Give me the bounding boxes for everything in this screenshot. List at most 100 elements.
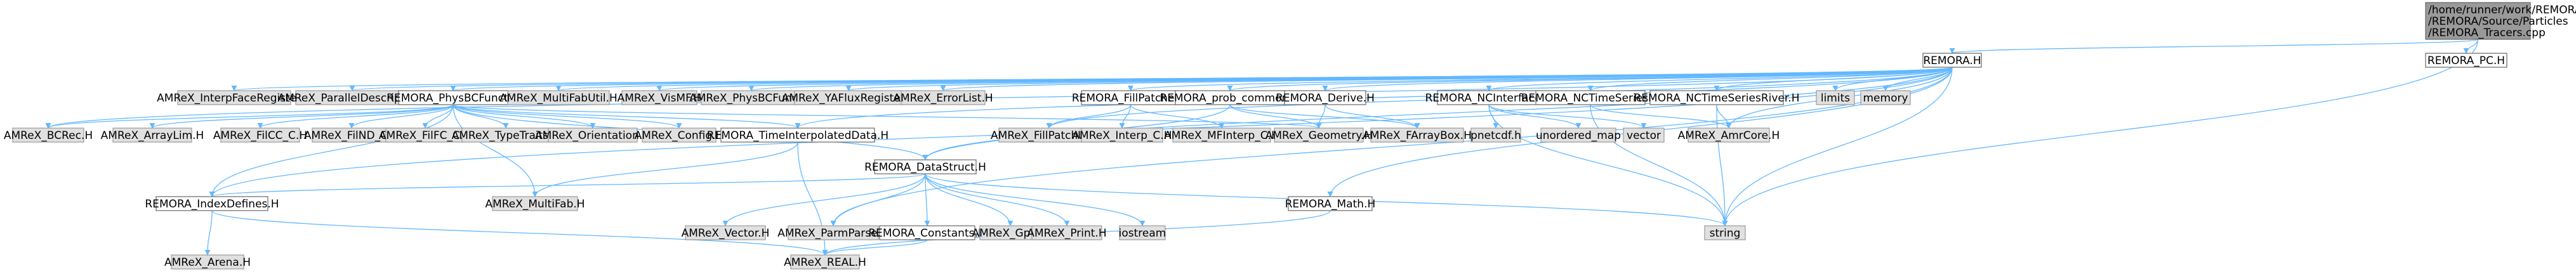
node-remora_fillpatcher[interactable]: REMORA_FillPatcher.H — [1072, 90, 1189, 105]
edge-remora_indexdefines-to-amrex_real — [211, 210, 828, 256]
node-amrex_physbcfunct: AMReX_PhysBCFunct.H — [689, 90, 814, 105]
node-pnetcdf: pnetcdf.h — [1470, 127, 1521, 143]
edge-remora_timeinterpolateddata-to-amrex_multifab — [532, 141, 798, 197]
node-label-remora_fillpatcher: REMORA_FillPatcher.H — [1072, 92, 1189, 105]
node-label-remora_ncinterface: REMORA_NCInterface.H — [1425, 92, 1553, 105]
node-label-amrex_multifab: AMReX_MultiFab.H — [485, 198, 585, 211]
node-label-remora_h: REMORA.H — [1923, 55, 1981, 67]
node-amrex_multifabutil: AMReX_MultiFabUtil.H — [499, 90, 618, 105]
edge-remora_physbcfunct-to-amrex_multifab — [452, 104, 538, 197]
edge-remora_fillpatcher-to-amrex_interp_c — [1119, 104, 1132, 129]
edge-remora_physbcfunct-to-remora_indexdefines — [209, 104, 454, 197]
node-box-remora_derive — [1284, 90, 1366, 105]
node-amrex_amrcore: AMReX_AmrCore.H — [1678, 127, 1780, 143]
node-box-amrex_parmparse — [788, 225, 879, 240]
node-label-remora_math: REMORA_Math.H — [1285, 198, 1376, 211]
node-box-amrex_errorlist — [901, 90, 986, 105]
node-remora_pc_h[interactable]: REMORA_PC.H — [2425, 53, 2507, 68]
node-remora_ncinterface[interactable]: REMORA_NCInterface.H — [1425, 90, 1553, 105]
node-box-unordered_map — [1540, 127, 1616, 143]
node-label-amrex_paralleldescriptor: AMReX_ParallelDescriptor.H — [278, 92, 427, 105]
node-label-remora_physbcfunct: REMORA_PhysBCFunct.H — [386, 92, 520, 105]
node-label-limits: limits — [1821, 92, 1850, 105]
node-box-iostream — [1119, 225, 1166, 240]
node-remora_indexdefines[interactable]: REMORA_IndexDefines.H — [145, 196, 279, 211]
node-amrex_filnd_c: AMReX_FilND_C.H — [304, 127, 399, 143]
node-remora_physbcfunct[interactable]: REMORA_PhysBCFunct.H — [386, 90, 520, 105]
node-label-amrex_real: AMReX_REAL.H — [784, 256, 866, 269]
node-amrex_geometry: AMReX_Geometry.H — [1265, 127, 1372, 143]
node-label-vector: vector — [1627, 129, 1661, 142]
node-remora_nctimeseriesriver[interactable]: REMORA_NCTimeSeriesRiver.H — [1634, 90, 1800, 105]
node-box-memory — [1860, 90, 1911, 105]
node-memory: memory — [1860, 90, 1911, 105]
node-label-root: /home/runner/work/REMORA — [2428, 4, 2576, 16]
node-amrex_yafluxregister: AMReX_YAFluxRegister.H — [782, 90, 916, 105]
node-label-remora_pc_h: REMORA_PC.H — [2427, 55, 2505, 67]
node-label-memory: memory — [1863, 92, 1908, 105]
node-box-remora_timeinterpolateddata — [720, 127, 875, 143]
node-label-root: /REMORA_Tracers.cpp — [2428, 27, 2546, 39]
node-label-amrex_yafluxregister: AMReX_YAFluxRegister.H — [782, 92, 916, 105]
edge-remora_physbcfunct-to-amrex_arraylim — [149, 104, 454, 129]
node-box-remora_datastruct — [874, 159, 977, 174]
edge-remora_physbcfunct-to-amrex_orientation — [452, 104, 596, 129]
node-remora_nctimeseries[interactable]: REMORA_NCTimeSeries.H — [1521, 90, 1660, 105]
node-remora_constants[interactable]: REMORA_Constants.H — [868, 225, 986, 240]
node-amrex_print: AMReX_Print.H — [1027, 225, 1107, 240]
edge-remora_indexdefines-to-amrex_arena — [204, 210, 213, 256]
edge-layer — [45, 39, 2479, 256]
node-box-amrex_orientation — [548, 127, 638, 143]
node-amrex_typetraits: AMReX_TypeTraits.H — [452, 127, 560, 143]
node-label-amrex_filcc_c: AMReX_FilCC_C.H — [213, 129, 307, 142]
node-label-remora_prob_common: REMORA_prob_common.H — [1159, 92, 1300, 105]
node-label-amrex_interp_c: AMReX_Interp_C.H — [1072, 129, 1172, 142]
node-box-amrex_arena — [171, 254, 244, 270]
node-box-amrex_config — [642, 127, 717, 143]
node-label-string: string — [1710, 227, 1741, 240]
edge-remora_physbcfunct-to-amrex_geometry — [452, 104, 1321, 129]
node-remora_timeinterpolateddata[interactable]: REMORA_TimeInterpolatedData.H — [707, 127, 888, 143]
node-iostream: iostream — [1119, 225, 1166, 240]
node-label-pnetcdf: pnetcdf.h — [1470, 129, 1521, 142]
edge-remora_h-to-amrex_errorlist — [941, 67, 1953, 91]
node-amrex_errorlist: AMReX_ErrorList.H — [893, 90, 993, 105]
node-box-remora_pc_h — [2425, 53, 2507, 68]
node-remora_math[interactable]: REMORA_Math.H — [1285, 196, 1376, 211]
node-box-amrex_mfinterp_c — [1172, 127, 1271, 143]
node-label-amrex_orientation: AMReX_Orientation.H — [535, 129, 651, 142]
node-label-remora_indexdefines: REMORA_IndexDefines.H — [145, 198, 279, 211]
node-box-amrex_visme — [621, 90, 697, 105]
edge-remora_datastruct-to-iostream — [925, 173, 1146, 226]
node-remora_datastruct[interactable]: REMORA_DataStruct.H — [864, 159, 986, 174]
edge-remora_fillpatcher-to-amrex_fillpatchutil — [1046, 104, 1132, 129]
node-amrex_orientation: AMReX_Orientation.H — [535, 127, 651, 143]
node-amrex_arraylim: AMReX_ArrayLim.H — [101, 127, 204, 143]
node-amrex_fillpatchutil: AMReX_FillPatchUtil.H — [991, 127, 1107, 143]
node-remora_h[interactable]: REMORA.H — [1922, 53, 1982, 68]
node-label-amrex_vector: AMReX_Vector.H — [682, 227, 770, 240]
node-label-amrex_parmparse: AMReX_ParmParse.H — [777, 227, 889, 240]
node-label-amrex_errorlist: AMReX_ErrorList.H — [893, 92, 993, 105]
node-label-amrex_physbcfunct: AMReX_PhysBCFunct.H — [689, 92, 814, 105]
edge-remora_nctimeseries-to-amrex_amrcore — [1590, 104, 1732, 129]
node-label-remora_nctimeseries: REMORA_NCTimeSeries.H — [1521, 92, 1660, 105]
node-box-amrex_real — [790, 254, 860, 270]
node-box-amrex_vector — [685, 225, 766, 240]
node-label-amrex_interfaceregister: AMReX_InterpFaceRegister.H — [157, 92, 312, 105]
node-amrex_interfaceregister: AMReX_InterpFaceRegister.H — [157, 90, 312, 105]
node-amrex_bcrec: AMReX_BCRec.H — [4, 127, 93, 143]
edge-remora_prob_common-to-amrex_farraybox — [1229, 104, 1420, 129]
edge-remora_datastruct-to-remora_constants — [924, 173, 930, 226]
node-remora_derive[interactable]: REMORA_Derive.H — [1276, 90, 1375, 105]
node-label-remora_datastruct: REMORA_DataStruct.H — [864, 161, 986, 174]
node-amrex_interp_c: AMReX_Interp_C.H — [1072, 127, 1172, 143]
edge-remora_physbcfunct-to-amrex_filfc_c — [422, 104, 454, 129]
node-label-amrex_arena: AMReX_Arena.H — [164, 256, 251, 269]
node-amrex_filcc_c: AMReX_FilCC_C.H — [213, 127, 307, 143]
node-amrex_vector: AMReX_Vector.H — [682, 225, 770, 240]
node-root: /home/runner/work/REMORA/REMORA/Source/P… — [2425, 2, 2576, 40]
edge-remora_datastruct-to-remora_indexdefines — [209, 173, 926, 197]
node-box-remora_math — [1288, 196, 1373, 211]
node-label-amrex_arraylim: AMReX_ArrayLim.H — [101, 129, 204, 142]
